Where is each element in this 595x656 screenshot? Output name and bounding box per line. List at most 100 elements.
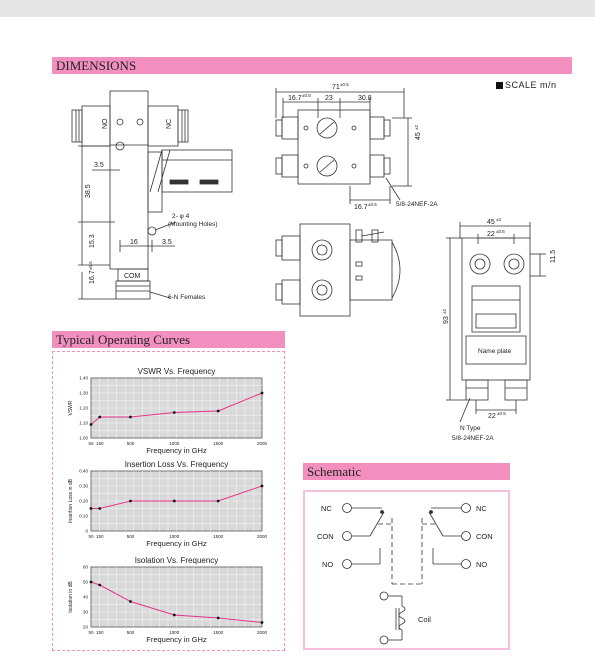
dim-30-8: 30.8	[358, 95, 372, 102]
mechanical-link	[378, 518, 436, 585]
y-tick-label: 50	[83, 580, 89, 585]
dim-3-5-b: 3.5	[162, 239, 172, 246]
terminal-nc-right	[461, 503, 471, 513]
switch-body-top	[297, 109, 371, 185]
label-nef-bottom: 5/8-24NEF-2A	[452, 435, 494, 442]
name-plate	[465, 335, 527, 365]
chart-title: Isolation Vs. Frequency	[135, 556, 219, 565]
dim-16: 16	[130, 239, 138, 246]
terminal-no-left	[342, 559, 352, 569]
actuator-housing	[161, 149, 233, 193]
x-tick-label: 1500	[213, 534, 224, 539]
schematic-header: Schematic	[303, 463, 510, 480]
y-tick-label: 40	[83, 595, 89, 600]
data-point	[260, 391, 264, 395]
x-tick-label: 1000	[169, 630, 180, 635]
label-nef-top: 5/8-24NEF-2A	[396, 201, 438, 208]
curves-panel	[52, 351, 285, 651]
x-tick-label: 50	[88, 534, 94, 539]
data-point	[98, 583, 102, 587]
right-end-view	[446, 222, 546, 423]
label-n-females: 6-N Females	[168, 294, 206, 301]
dimensions-header: DIMENSIONS	[52, 57, 572, 74]
dim-45-right-tol: ±2	[496, 217, 501, 222]
data-point	[89, 507, 93, 510]
x-tick-label: 1000	[169, 534, 180, 539]
data-point	[172, 411, 176, 414]
data-point	[89, 580, 93, 584]
dim-22-bottom: 22	[488, 413, 496, 420]
y-axis-label: Insertion Loss in dB	[68, 478, 74, 523]
schem-label-coil: Coil	[418, 615, 431, 624]
dim-45-right: 45	[487, 219, 495, 226]
dim-45-side: 45	[415, 132, 422, 140]
mounting-hole	[147, 226, 157, 236]
data-point	[98, 415, 102, 419]
data-point	[89, 423, 93, 426]
x-tick-label: 1000	[169, 441, 180, 446]
schem-label-no-left: NO	[322, 560, 333, 569]
schem-label-nc-left: NC	[321, 504, 332, 513]
terminal-con-left	[342, 531, 352, 541]
terminal-nc-left	[342, 503, 352, 513]
x-tick-label: 2000	[257, 630, 268, 635]
x-tick-label: 500	[127, 630, 135, 635]
dim-71-tol: ±0.5	[340, 82, 349, 87]
dim-22-top-tol: ±0.5	[496, 229, 505, 234]
dim-16-7-top: 16.7	[288, 95, 302, 102]
dim-16-7-top-tol: ±0.5	[302, 93, 311, 98]
x-tick-label: 150	[96, 630, 104, 635]
dim-38-5: 38.5	[85, 184, 92, 198]
dim-93-tol: ±2	[442, 309, 447, 314]
data-point	[129, 415, 132, 419]
x-axis-label: Frequency in GHz	[146, 635, 207, 644]
schem-label-con-left: CON	[317, 532, 334, 541]
scale-note: SCALE m/n	[496, 80, 557, 90]
x-tick-label: 50	[88, 630, 94, 635]
chart-title: VSWR Vs. Frequency	[138, 367, 216, 376]
label-no: NO	[102, 118, 109, 129]
connector-com	[115, 280, 151, 300]
dim-16-7-bottom: 16.7	[354, 204, 368, 211]
label-mounting-dia: 2- φ 4	[172, 213, 190, 220]
dim-11-5: 11.5	[550, 250, 557, 263]
data-point	[129, 499, 132, 503]
x-tick-label: 2000	[257, 441, 268, 446]
dim-16-7-left-tol: ±0.5	[88, 261, 93, 270]
schem-label-nc-right: NC	[476, 504, 487, 513]
left-switch	[342, 503, 385, 569]
chart-title: Insertion Loss Vs. Frequency	[125, 460, 229, 469]
y-tick-label: 0	[85, 529, 88, 534]
data-point	[260, 484, 264, 488]
label-mounting-holes: (Mounting Holes)	[168, 221, 218, 228]
x-axis-label: Frequency in GHz	[146, 446, 207, 455]
data-point	[129, 600, 132, 603]
top-bar	[0, 0, 595, 17]
x-tick-label: 150	[96, 441, 104, 446]
dim-22-top: 22	[487, 231, 495, 238]
x-tick-label: 50	[88, 441, 94, 446]
curves-header: Typical Operating Curves	[52, 331, 285, 348]
dim-45-side-tol: ±2	[414, 125, 419, 130]
dim-93: 93	[443, 316, 450, 324]
dim-15-3: 15.3	[89, 234, 96, 248]
schematic-panel	[303, 490, 510, 650]
x-tick-label: 2000	[257, 534, 268, 539]
y-axis-label: Isolation in dB	[68, 581, 74, 613]
scale-label: SCALE m/n	[505, 80, 557, 90]
series-line	[90, 581, 263, 623]
y-tick-label: 0.30	[79, 484, 88, 489]
x-tick-label: 1500	[213, 630, 224, 635]
data-point	[216, 616, 220, 620]
x-tick-label: 150	[96, 534, 104, 539]
y-tick-label: 0.20	[79, 499, 88, 504]
data-point	[216, 409, 220, 413]
left-front-view	[71, 90, 233, 300]
y-tick-label: 20	[83, 625, 89, 630]
data-point	[172, 499, 176, 503]
x-tick-label: 500	[127, 534, 135, 539]
right-switch	[428, 503, 471, 569]
dim-16-7-left: 16.7	[89, 270, 96, 284]
